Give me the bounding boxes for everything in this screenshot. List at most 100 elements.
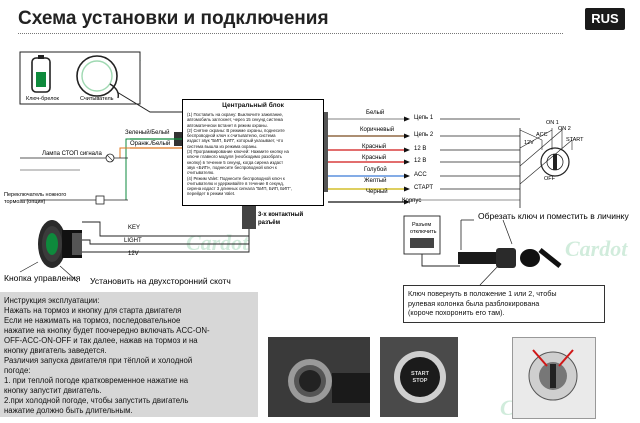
- wire-arrow: [404, 173, 410, 179]
- instruction-line: нажатие на кнопку будет поочередно включ…: [4, 326, 210, 335]
- wire-target-label: Корпус: [402, 198, 422, 204]
- brake-switch-label: Переключатель ножного: [4, 192, 67, 198]
- key-note-text: Ключ повернуть в положение 1 или 2, чтоб…: [408, 289, 602, 318]
- wire-arrow: [404, 133, 410, 139]
- wire-color-label: Красный: [362, 155, 387, 161]
- key-note-line: Ключ повернуть в положение 1 или 2, чтоб…: [408, 289, 557, 298]
- wire-color-label: Коричневый: [360, 127, 395, 133]
- control-button-icon: [38, 220, 82, 268]
- wire-arrow: [404, 199, 410, 205]
- central-block-line: беспроводной ключ к считывателю, система: [187, 133, 276, 139]
- wire-arrow: [404, 159, 410, 165]
- photo-start-stop-button: START STOP: [380, 337, 458, 417]
- brake-switch-label-2: тормоза (опция): [4, 199, 46, 205]
- disconnect-plug-label-1: Разъем: [412, 222, 432, 228]
- start-stop-photo-icon: [380, 337, 458, 417]
- reader-icon: [76, 55, 120, 99]
- central-block-line: система вышла из режима охраны.: [187, 143, 258, 149]
- wire-color-label: Голубой: [364, 167, 387, 173]
- central-block-line: (2) Снятие охраны: В режиме охраны, подн…: [187, 127, 285, 133]
- instruction-line: 1. при теплой погоде кратковременное наж…: [4, 376, 189, 385]
- ignition-switch-icon: [519, 128, 573, 185]
- instruction-line: 2.при холодной погоде, чтобы запустить д…: [4, 396, 189, 405]
- instruction-line: Нажать на тормоз и кнопку для старта дви…: [4, 306, 182, 315]
- key-note-line: рулевая колонка была разблокирована: [408, 298, 540, 308]
- central-block-line: звук «БИП», поднесите беспроводной ключ …: [187, 164, 277, 170]
- photo-button-install: [268, 337, 370, 417]
- cut-key-note: Обрезать ключ и поместить в личинку: [478, 211, 629, 221]
- instruction-line: кнопку двигатель заведется.: [4, 346, 107, 355]
- key-blade-icon: [458, 248, 562, 268]
- central-block-line: считывателю и удерживайте в течение 8 се…: [187, 180, 285, 186]
- start-stop-text-2: STOP: [412, 378, 428, 384]
- instructions-panel: Инструкция эксплуатации: Нажать на тормо…: [0, 292, 258, 417]
- wire-color-label: Черный: [366, 189, 388, 195]
- ignition-on2-label: ON 2: [558, 126, 571, 132]
- disconnect-plug-label-2: отключить: [410, 229, 437, 235]
- ignition-off-label: OFF: [544, 176, 555, 182]
- control-button-label: Кнопка управления: [4, 273, 81, 283]
- instruction-line: нажатие должно быть длительным.: [4, 406, 133, 415]
- connector-label-1: 3-х контактный: [258, 212, 304, 218]
- ignition-acc-label: ACC: [536, 132, 548, 138]
- wire-target-label: Цепь 2: [414, 132, 434, 138]
- central-block-line: сирена издаст 3 длинных сигнала "БИП, БИ…: [187, 186, 292, 192]
- title-underline: [18, 33, 563, 34]
- central-block-instructions: (1) Поставить на охрану: Выключите зажиг…: [187, 112, 319, 197]
- ignition-on1-label: ON 1: [546, 120, 559, 126]
- key-note-line: (короче похоронить его там).: [408, 308, 505, 317]
- start-stop-text-1: START: [411, 371, 429, 377]
- central-block-title: Центральный блок: [222, 102, 284, 109]
- green-white-wire-label: Зеленый/Белый: [125, 130, 170, 136]
- wire-arrow: [404, 116, 410, 122]
- wire-target-label: ACC: [414, 172, 427, 178]
- central-block-line: автомобиль заглохнет, через 15 секунд си…: [187, 117, 283, 123]
- reader-label: Считыватель: [80, 96, 114, 102]
- instruction-line: погоде:: [4, 366, 31, 375]
- wire-color-label: Белый: [366, 110, 385, 116]
- wire-arrow: [404, 186, 410, 192]
- instruction-line: кнопку запустит двигатель.: [4, 386, 102, 395]
- central-block-line: (1) Поставить на охрану: Выключите зажиг…: [187, 112, 284, 117]
- connector-label-2: разъём: [258, 220, 281, 226]
- photo-ignition-cylinder: [512, 337, 596, 419]
- wire-color-label: Красный: [362, 144, 387, 150]
- wire-target-label: 12 В: [414, 158, 427, 164]
- lamp-icon: [105, 153, 115, 163]
- wire-color-label: Желтый: [364, 178, 387, 184]
- wire-arrow: [404, 147, 410, 153]
- instruction-line: Если не нажимать на тормоз, последовател…: [4, 316, 181, 325]
- wire-key-label: KEY: [128, 225, 141, 231]
- central-block-line: автоматически встанет в режим охраны.: [187, 122, 268, 128]
- language-badge: RUS: [585, 8, 625, 30]
- instruction-line: Различия запуска двигателя при тёплой и …: [4, 356, 193, 365]
- central-block-line: (3) Программирование ключей: Нажмите кно…: [187, 149, 289, 155]
- button-photo-icon: [268, 337, 370, 417]
- ignition-start-label: START: [566, 137, 584, 143]
- key-note-box: Ключ повернуть в положение 1 или 2, чтоб…: [403, 285, 605, 323]
- key-fob-label: Ключ-брелок: [26, 96, 59, 102]
- wire-target-label: Цепь 1: [414, 115, 434, 121]
- central-block: Центральный блок (1) Поставить на охрану…: [182, 99, 324, 206]
- ignition-cylinder-icon: [528, 349, 578, 401]
- central-block-line: (4) Режим Valet: Поднесите беспроводной …: [187, 175, 285, 181]
- wire-12v-label: 12V: [128, 251, 139, 257]
- central-block-line: ключе главного модуля (необходимо разобр…: [187, 154, 282, 160]
- orange-white-wire-label: Оранж./Белый: [130, 141, 171, 147]
- mount-note: Установить на двухсторонний скотч: [90, 276, 231, 286]
- central-block-line: кнопку) в течение 5 секунд, когда сирена…: [187, 159, 284, 165]
- page-title: Схема установки и подключения: [18, 8, 329, 29]
- watermark: Cardot: [186, 230, 249, 255]
- watermark: Cardot: [565, 236, 628, 261]
- wire-target-label: 12 В: [414, 146, 427, 152]
- wire-target-label: СТАРТ: [414, 185, 433, 191]
- central-block-line: перейдет в режим Valet.: [187, 191, 236, 197]
- instruction-line: OFF-ACC-ON-OFF и так далее, нажав на тор…: [4, 336, 198, 345]
- stop-lamp-label: Лампа СТОП сигнала: [42, 151, 102, 157]
- wire-light-label: LIGHT: [124, 238, 142, 244]
- instruction-line: Инструкция эксплуатации:: [4, 296, 100, 305]
- key-fob-icon: [31, 55, 51, 93]
- central-block-line: считывателю.: [187, 170, 215, 176]
